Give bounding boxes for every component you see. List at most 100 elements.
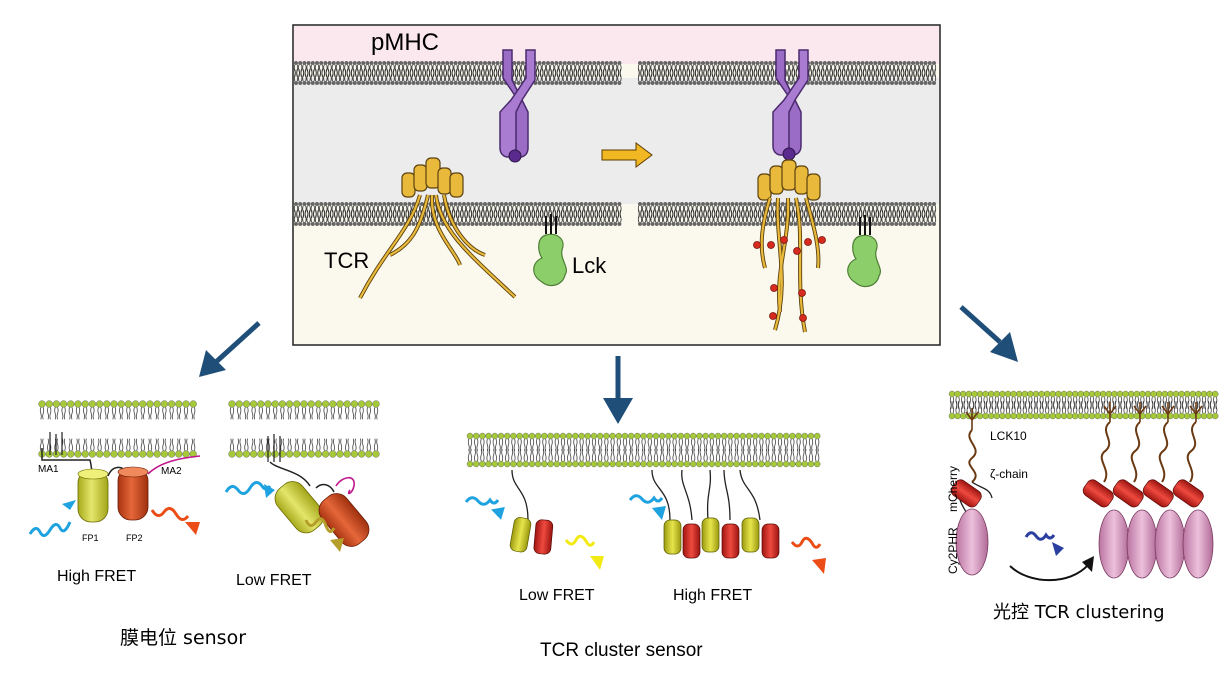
lipid-tail xyxy=(119,438,124,451)
lipid-head xyxy=(659,221,664,226)
lipid-head xyxy=(436,61,441,66)
lipid-head xyxy=(504,460,511,468)
lipid-head xyxy=(810,201,815,206)
lipid-head xyxy=(110,400,118,408)
lipid-tail xyxy=(104,438,109,451)
lipid-head xyxy=(314,450,323,458)
lipid-head xyxy=(257,450,265,458)
lipid-tail xyxy=(583,69,588,82)
lipid-tail xyxy=(955,400,960,414)
lipid-tail xyxy=(802,448,807,462)
lipid-head xyxy=(993,390,1000,398)
lipid-head xyxy=(520,61,525,66)
lipid-head xyxy=(373,201,378,206)
lipid-head xyxy=(713,80,718,85)
lipid-head xyxy=(609,61,614,66)
lipid-head xyxy=(550,80,555,85)
lipid-tail xyxy=(1201,400,1207,414)
lipid-head xyxy=(734,61,739,66)
lipid-head xyxy=(479,432,486,440)
lipid-tail xyxy=(133,407,138,420)
lipid-tail xyxy=(97,407,102,420)
lipid-tail xyxy=(39,438,45,451)
lipid-tail xyxy=(566,69,572,82)
lipid-head xyxy=(721,460,728,468)
lipid-head xyxy=(466,460,474,468)
lipid-head xyxy=(1083,412,1090,420)
lipid-head xyxy=(822,221,827,226)
lipid-tail xyxy=(663,210,668,223)
lipid-head xyxy=(1043,390,1051,398)
lipid-head xyxy=(890,61,895,66)
lipid-head xyxy=(709,221,714,226)
lipid-head xyxy=(696,460,703,468)
lipid-head xyxy=(738,201,743,206)
lipid-head xyxy=(1111,412,1118,420)
lipid-head xyxy=(613,61,618,66)
lipid-head xyxy=(877,61,882,66)
lipid-head xyxy=(860,221,865,226)
lipid-tail xyxy=(579,210,584,223)
lipid-head xyxy=(617,221,622,226)
lipid-tail xyxy=(301,407,307,420)
lipid-head xyxy=(520,201,525,206)
lipid-tail xyxy=(478,69,483,82)
lipid-tail xyxy=(894,210,899,223)
lipid-head xyxy=(336,80,341,85)
lipid-head xyxy=(680,80,685,85)
lipid-head xyxy=(642,221,647,226)
lipid-tail xyxy=(512,210,517,223)
lipid-tail xyxy=(721,210,727,223)
cy2phr-label: Cy2PHR xyxy=(946,527,960,574)
lipid-head xyxy=(743,61,748,66)
lipid-head xyxy=(683,460,691,468)
lipid-head xyxy=(559,432,567,440)
lipid-head xyxy=(915,221,920,226)
lipid-head xyxy=(516,432,523,440)
lipid-tail xyxy=(889,69,895,82)
lipid-head xyxy=(717,80,722,85)
lipid-head xyxy=(1099,390,1107,398)
lipid-tail xyxy=(831,210,836,223)
lipid-tail xyxy=(183,407,189,420)
lipid-head xyxy=(677,460,684,468)
lipid-tail xyxy=(97,438,102,451)
lipid-head xyxy=(642,201,647,206)
lipid-tail xyxy=(340,69,345,82)
lipid-head xyxy=(818,221,823,226)
lipid-head xyxy=(235,400,243,408)
lipid-head xyxy=(1032,390,1040,398)
lipid-tail xyxy=(382,69,387,82)
lipid-tail xyxy=(906,69,911,82)
lipid-tail xyxy=(771,448,776,462)
lipid-tail xyxy=(1089,396,1095,410)
lipid-head xyxy=(954,412,961,420)
lipid-head xyxy=(499,201,504,206)
lipid-tail xyxy=(1213,396,1218,410)
lipid-tail xyxy=(763,69,769,82)
lipid-head xyxy=(365,201,370,206)
lipid-tail xyxy=(1089,400,1095,414)
lipid-tail xyxy=(717,210,722,223)
lipid-head xyxy=(795,460,802,468)
lipid-head xyxy=(497,460,505,468)
lipid-head xyxy=(103,450,111,458)
lipid-tail xyxy=(39,407,45,420)
lipid-tail xyxy=(818,69,823,82)
lipid-head xyxy=(705,201,710,206)
lipid-head xyxy=(310,201,315,206)
lipid-head xyxy=(1155,390,1163,398)
lipid-head xyxy=(671,201,676,206)
lipid-head xyxy=(1083,390,1090,398)
mcherry-label: mCherry xyxy=(946,466,960,512)
lipid-head xyxy=(373,80,378,85)
lipid-tail xyxy=(868,69,874,82)
lipid-head xyxy=(378,221,383,226)
lipid-head xyxy=(739,432,746,440)
lipid-tail xyxy=(419,69,425,82)
lipid-tail xyxy=(61,407,66,420)
lipid-head xyxy=(822,80,827,85)
lipid-head xyxy=(667,61,672,66)
lipid-tail xyxy=(344,69,349,82)
lipid-tail xyxy=(637,69,643,82)
